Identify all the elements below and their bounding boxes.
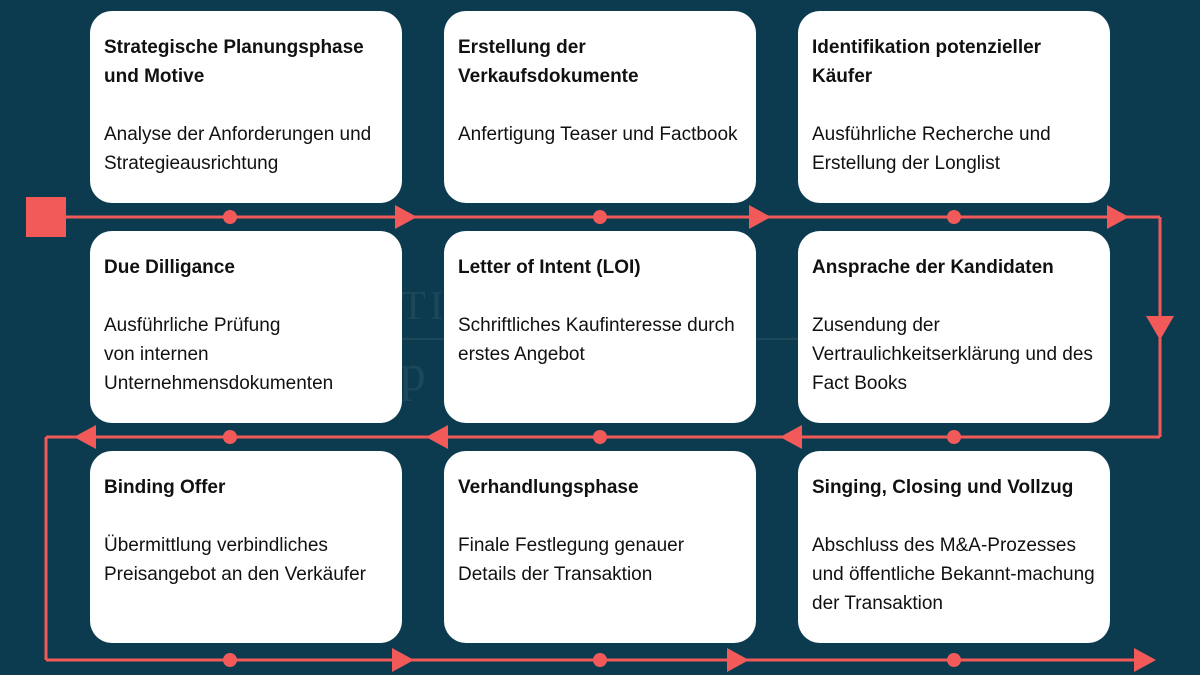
arrow-down-icon xyxy=(1146,316,1174,340)
step-card-due-diligence: Due Dilligance Ausführliche Prüfung von … xyxy=(90,231,402,423)
arrow-right-icon xyxy=(1134,648,1156,672)
arrow-right-icon xyxy=(749,205,771,229)
arrow-left-icon xyxy=(780,425,802,449)
step-title: Ansprache der Kandidaten xyxy=(812,257,1054,278)
step-title: Singing, Closing und Vollzug xyxy=(812,477,1074,498)
step-description: Übermittlung verbindliches Preisangebot … xyxy=(104,535,366,585)
connector-dot xyxy=(947,430,961,444)
step-description: Anfertigung Teaser und Factbook xyxy=(458,124,738,145)
connector-dot xyxy=(593,210,607,224)
step-card-letter-of-intent: Letter of Intent (LOI) Schriftliches Kau… xyxy=(444,231,756,423)
connector-dot xyxy=(593,653,607,667)
step-title: Verhandlungsphase xyxy=(458,477,639,498)
arrow-right-icon xyxy=(392,648,414,672)
step-card-signing-closing: Singing, Closing und Vollzug Abschluss d… xyxy=(798,451,1110,643)
step-description: Finale Festlegung genauer Details der Tr… xyxy=(458,535,685,585)
step-description: Ausführliche Prüfung von internen Untern… xyxy=(104,315,334,394)
step-card-binding-offer: Binding Offer Übermittlung verbindliches… xyxy=(90,451,402,643)
step-title: Strategische Planungsphase und Motive xyxy=(104,37,364,87)
step-card-sales-documents: Erstellung der Verkaufsdokumente Anferti… xyxy=(444,11,756,203)
arrow-right-icon xyxy=(727,648,749,672)
step-description: Ausführliche Recherche und Erstellung de… xyxy=(812,124,1051,174)
step-card-candidate-approach: Ansprache der Kandidaten Zusendung der V… xyxy=(798,231,1110,423)
connector-dot xyxy=(947,210,961,224)
arrow-left-icon xyxy=(74,425,96,449)
step-card-strategic-planning: Strategische Planungsphase und Motive An… xyxy=(90,11,402,203)
step-title: Due Dilligance xyxy=(104,257,235,278)
step-title: Binding Offer xyxy=(104,477,226,498)
step-title: Letter of Intent (LOI) xyxy=(458,257,641,278)
arrow-left-icon xyxy=(426,425,448,449)
step-description: Analyse der Anforderungen und Strategiea… xyxy=(104,124,372,174)
step-description: Abschluss des M&A-Prozesses und öffentli… xyxy=(812,535,1095,614)
step-card-negotiation: Verhandlungsphase Finale Festlegung gena… xyxy=(444,451,756,643)
step-description: Zusendung der Vertraulichkeitserklärung … xyxy=(812,315,1093,394)
arrow-right-icon xyxy=(395,205,417,229)
connector-dot xyxy=(223,653,237,667)
arrow-right-icon xyxy=(1107,205,1129,229)
flow-start-square xyxy=(26,197,66,237)
step-title: Erstellung der Verkaufsdokumente xyxy=(458,37,639,87)
connector-dot xyxy=(947,653,961,667)
step-description: Schriftliches Kaufinteresse durch erstes… xyxy=(458,315,735,365)
connector-dot xyxy=(223,210,237,224)
connector-dot xyxy=(223,430,237,444)
step-title: Identifikation potenzieller Käufer xyxy=(812,37,1042,87)
connector-dot xyxy=(593,430,607,444)
step-card-buyer-identification: Identifikation potenzieller Käufer Ausfü… xyxy=(798,11,1110,203)
